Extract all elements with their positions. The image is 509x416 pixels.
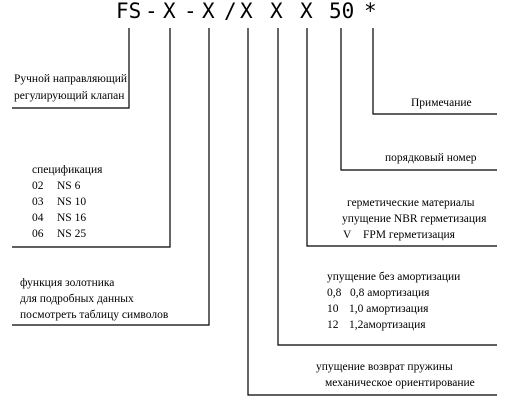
spec-row-size: NS 25 bbox=[57, 228, 86, 240]
note-label: Примечание bbox=[411, 97, 472, 109]
seal-line-2-text: FPM герметизация bbox=[363, 229, 456, 241]
code-slot-2: X bbox=[202, 0, 215, 23]
spec-label: спецификация 02 NS 6 03 NS 10 04 NS 16 0… bbox=[32, 164, 103, 240]
valve-line-1: Ручной направляющий bbox=[14, 73, 127, 85]
spec-row-code: 03 bbox=[32, 196, 44, 208]
leader-spec bbox=[12, 28, 171, 248]
spec-row-code: 04 bbox=[32, 212, 44, 224]
valve-label: Ручной направляющий регулирующий клапан bbox=[14, 73, 127, 102]
leader-spool bbox=[12, 28, 210, 326]
code-dash-1: - bbox=[145, 0, 158, 23]
code-slot-3: X bbox=[240, 0, 253, 23]
code-dash-2: - bbox=[184, 0, 197, 23]
spool-label: функция золотника для подробных данных п… bbox=[20, 277, 169, 321]
seal-label: герметические материалы упущение NBR гер… bbox=[342, 197, 487, 241]
spec-title: спецификация bbox=[32, 164, 103, 176]
spec-row-size: NS 10 bbox=[57, 196, 86, 208]
spool-line-1: функция золотника bbox=[20, 277, 114, 289]
damping-row-code: 10 bbox=[327, 303, 339, 315]
spool-line-3: посмотреть таблицу символов bbox=[20, 309, 169, 321]
damping-row-text: 1,2амортизация bbox=[349, 319, 426, 331]
damping-row-code: 12 bbox=[327, 319, 339, 331]
code-slot-1: X bbox=[163, 0, 176, 23]
spool-line-2: для подробных данных bbox=[20, 293, 134, 305]
serial-label: порядковый номер bbox=[385, 152, 477, 164]
serial-text: порядковый номер bbox=[385, 152, 477, 164]
leader-damping bbox=[277, 28, 497, 346]
code-slot-4: X bbox=[270, 0, 283, 23]
damping-row-text: 1,0 амортизация bbox=[349, 303, 429, 315]
seal-line-1: упущение NBR герметизация bbox=[342, 213, 487, 225]
code-prefix: FS bbox=[116, 0, 141, 23]
leader-lines bbox=[12, 28, 497, 396]
code-slash: / bbox=[224, 0, 237, 23]
spring-line-1: упущение возврат пружины bbox=[316, 361, 453, 373]
spec-row-size: NS 6 bbox=[57, 180, 81, 192]
seal-line-2-code: V bbox=[343, 229, 352, 241]
note-text: Примечание bbox=[411, 97, 472, 109]
spec-row-size: NS 16 bbox=[57, 212, 86, 224]
valve-line-2: регулирующий клапан bbox=[14, 90, 124, 102]
model-code: FS - X - X / X X X 50 * bbox=[116, 0, 377, 23]
spring-label: упущение возврат пружины механическое ор… bbox=[316, 361, 475, 389]
damping-row-code: 0,8 bbox=[327, 287, 342, 299]
leader-note bbox=[372, 28, 497, 115]
seal-title: герметические материалы bbox=[347, 197, 475, 209]
leader-spring bbox=[247, 28, 497, 396]
spec-row-code: 06 bbox=[32, 228, 44, 240]
leader-valve bbox=[12, 28, 130, 109]
leader-seal bbox=[306, 28, 497, 247]
spring-line-2: механическое ориентирование bbox=[325, 377, 475, 389]
code-asterisk: * bbox=[364, 0, 377, 23]
damping-row-text: 0,8 амортизация bbox=[350, 287, 430, 299]
code-number: 50 bbox=[329, 0, 354, 23]
leader-serial bbox=[340, 28, 497, 171]
code-slot-5: X bbox=[300, 0, 313, 23]
damping-title: упущение без амортизации bbox=[327, 271, 460, 283]
damping-label: упущение без амортизации 0,8 0,8 амортиз… bbox=[327, 271, 460, 331]
spec-row-code: 02 bbox=[32, 180, 44, 192]
